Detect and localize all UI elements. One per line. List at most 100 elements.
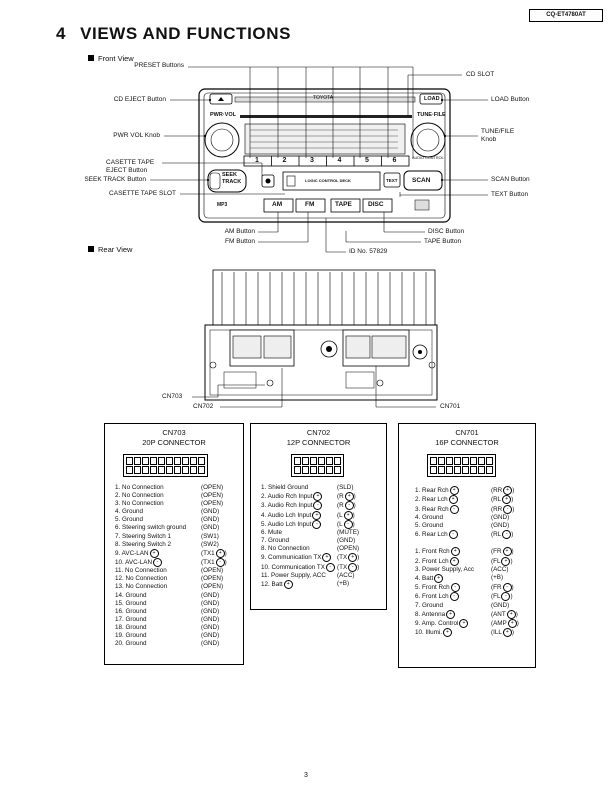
pin-cell [318, 466, 325, 474]
minus-circle-icon: - [312, 519, 322, 529]
minus-circle-icon: - [449, 592, 459, 602]
pin-row: 20. Ground(GND) [115, 640, 220, 648]
tape-button[interactable]: TAPE [335, 201, 352, 208]
plus-circle-icon: + [348, 553, 358, 563]
label-pwr-vol: PWR VOL Knob [113, 132, 160, 139]
plus-circle-icon: + [446, 609, 456, 619]
minus-circle-icon: - [502, 529, 512, 539]
pin-row: 12. No Connection(OPEN) [115, 575, 224, 583]
pin-list: 1. Shield Ground(SLD)2. Audio Rch Input+… [261, 484, 360, 590]
minus-circle-icon: - [325, 562, 335, 572]
minus-circle-icon: - [348, 562, 358, 572]
pin-cell [150, 466, 157, 474]
pin-cell [142, 457, 149, 465]
label-tape: TAPE Button [424, 238, 462, 245]
preset-button-3[interactable]: 3 [310, 157, 314, 164]
disc-button[interactable]: DISC [368, 201, 384, 208]
pin-row: 7. Ground(GND) [415, 601, 510, 609]
pin-cell [326, 457, 333, 465]
connector-pin-diagram [123, 454, 208, 477]
pin-cell [470, 457, 477, 465]
pin-row: 3. No Connection(OPEN) [115, 500, 224, 508]
bullet-square-icon [88, 55, 94, 61]
pin-cell [190, 457, 197, 465]
panel-tune-file-text: TUNE·FILE [417, 112, 446, 118]
pin-row: 2. Front Lch+(FL+) [415, 556, 513, 566]
pin-cell [134, 466, 141, 474]
pin-row: 3. Rear Rch-(RR-) [415, 504, 515, 514]
plus-circle-icon: + [215, 548, 225, 558]
pin-row: 3. Audio Rch Input-(R-) [261, 501, 356, 511]
pin-cell [126, 466, 133, 474]
minus-circle-icon: - [502, 583, 512, 593]
pin-row: 2. Rear Lch+(RL+) [415, 495, 514, 505]
pin-cell [478, 466, 485, 474]
pin-cell [478, 457, 485, 465]
plus-circle-icon: + [507, 619, 517, 629]
pin-row: 2. Audio Rch Input+(R+) [261, 492, 356, 502]
panel-mp3-logo: MP3 [217, 202, 228, 208]
pin-list: 1. Rear Rch+(RR+)2. Rear Lch+(RL+)3. Rea… [415, 486, 519, 638]
scan-button[interactable]: SCAN [412, 177, 431, 184]
pin-row: 6. Mute(MUTE) [261, 529, 360, 537]
pin-row: 9. Amp. Control+(AMP+) [415, 619, 519, 629]
section-title-text: VIEWS AND FUNCTIONS [80, 24, 292, 43]
pin-cell [462, 466, 469, 474]
pin-row: 2. No Connection(OPEN) [115, 492, 224, 500]
pin-row: 10. AVC-LAN-(TX1-) [115, 558, 227, 568]
pin-cell [310, 457, 317, 465]
plus-circle-icon: + [442, 628, 452, 638]
minus-circle-icon: - [449, 504, 459, 514]
minus-circle-icon: - [503, 504, 513, 514]
am-button[interactable]: AM [272, 201, 283, 208]
minus-circle-icon: - [344, 501, 354, 511]
preset-button-6[interactable]: 6 [392, 157, 397, 164]
preset-button-1[interactable]: 1 [255, 157, 259, 164]
preset-button-5[interactable]: 5 [365, 157, 369, 164]
pin-row: 11. Power Supply, ACC(ACC) [261, 571, 355, 579]
minus-circle-icon: - [501, 592, 511, 602]
panel-audio-control-text: AUDIO CONTROL [412, 156, 444, 160]
pin-row: 7. Ground(GND) [261, 537, 356, 545]
label-fm: FM Button [225, 238, 255, 245]
preset-button-2[interactable]: 2 [282, 157, 287, 164]
pin-cell [142, 466, 149, 474]
pin-row: 14. Ground(GND) [115, 591, 220, 599]
pin-cell [158, 457, 165, 465]
pin-row: 4. Audio Lch Input+(L+) [261, 510, 355, 520]
pin-cell [302, 457, 309, 465]
rear-view-heading: Rear View [88, 245, 132, 254]
panel-logic-deck-text: LOGIC CONTROL DECK [305, 178, 351, 183]
page-number: 3 [304, 772, 308, 779]
label-cn701: CN701 [440, 403, 461, 410]
minus-circle-icon: - [313, 501, 323, 511]
label-cn703: CN703 [162, 393, 183, 400]
panel-load-text[interactable]: LOAD [424, 96, 440, 102]
plus-circle-icon: + [502, 547, 512, 557]
pin-row: 5. Ground(GND) [415, 521, 510, 529]
minus-circle-icon: - [153, 558, 162, 568]
pin-cell [182, 466, 189, 474]
pin-cell [174, 457, 181, 465]
seek-track-button[interactable]: SEEK TRACK [222, 172, 242, 185]
preset-button-4[interactable]: 4 [337, 157, 342, 164]
connector-id: CN702 [306, 428, 331, 437]
pin-row: 8. No Connection(OPEN) [261, 545, 360, 553]
pin-row: 5. Front Rch-(FR-) [415, 583, 514, 593]
text-button[interactable]: TEXT [386, 178, 398, 183]
pin-cell [198, 457, 205, 465]
pin-row: 4. Ground(GND) [415, 513, 510, 521]
fm-button[interactable]: FM [305, 201, 315, 208]
pin-row: 6. Front Lch-(FL-) [415, 592, 513, 602]
pin-row: 1. Rear Rch+(RR+) [415, 486, 515, 495]
plus-circle-icon: + [149, 548, 159, 558]
connector-name: 20P CONNECTOR [142, 438, 206, 447]
pin-cell [302, 466, 309, 474]
pin-row: 5. Ground(GND) [115, 516, 220, 524]
plus-circle-icon: + [501, 556, 511, 566]
pin-row: 18. Ground(GND) [115, 623, 220, 631]
pin-cell [318, 457, 325, 465]
pin-cell [294, 457, 301, 465]
